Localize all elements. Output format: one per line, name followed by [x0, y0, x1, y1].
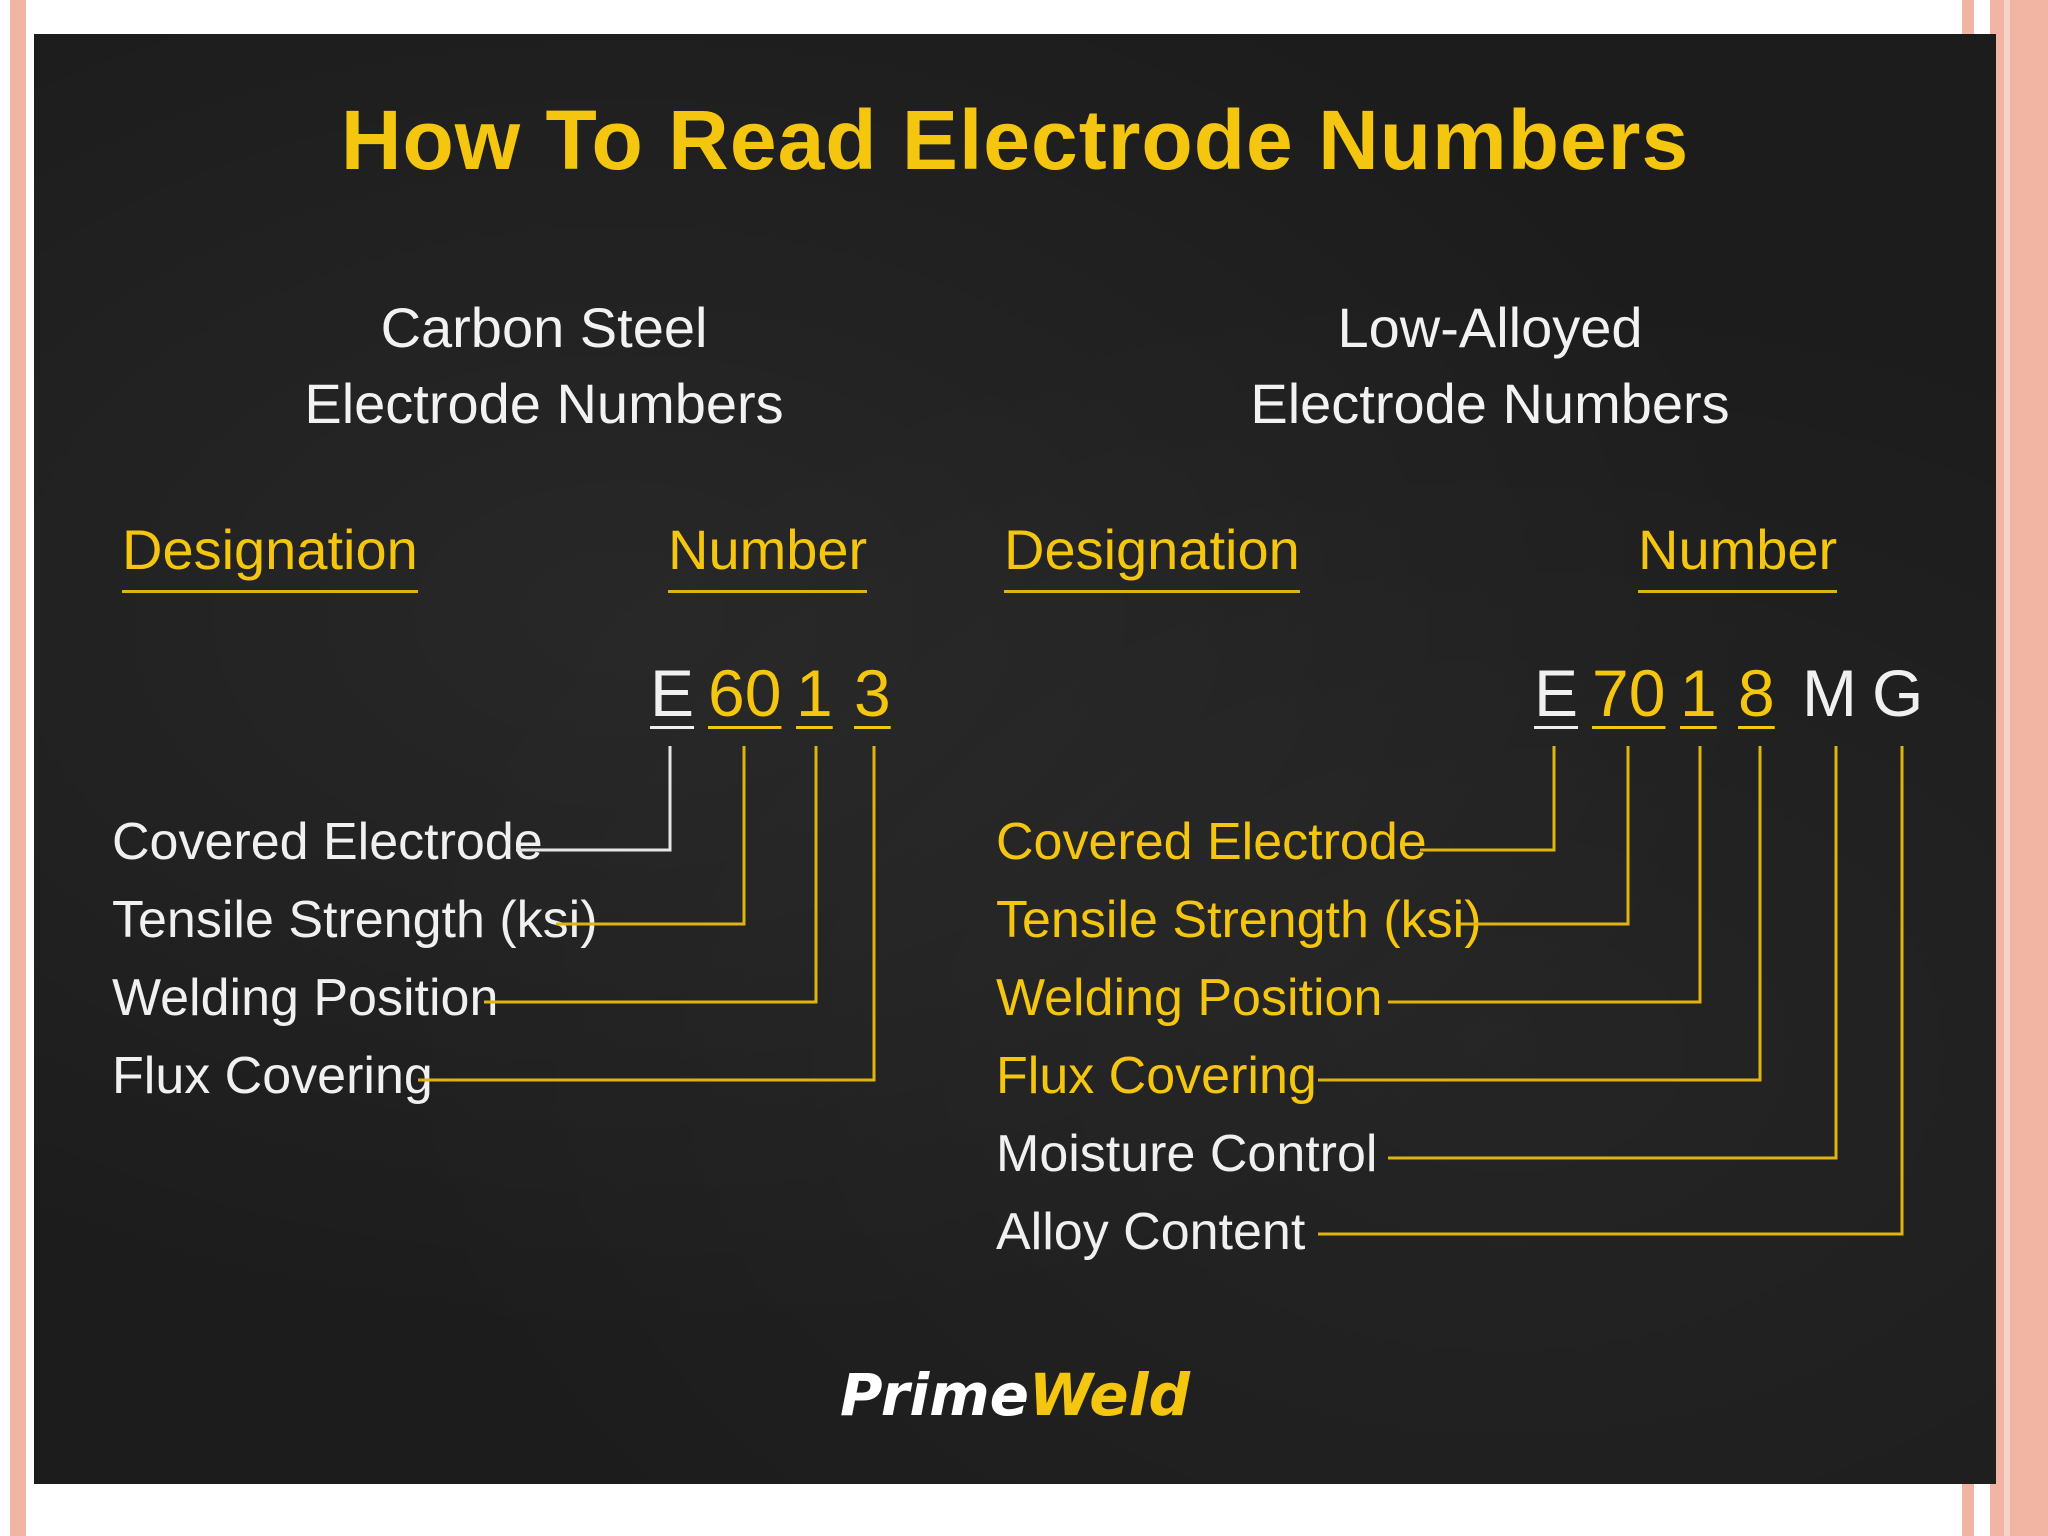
infographic-title: How To Read Electrode Numbers [340, 93, 1690, 187]
alloy-code-e: E [1534, 656, 1579, 730]
connector-lines [418, 746, 1904, 1236]
slide-border-right-highlight [2004, 0, 2010, 1536]
slide-border-left [10, 0, 26, 1536]
carbon-number-heading: Number [668, 522, 868, 593]
carbon-connector-position [484, 746, 818, 1004]
carbon-code-tensile: 60 [708, 656, 782, 730]
carbon-label-tensile-strength: Tensile Strength (ksi) [112, 891, 598, 949]
alloy-connector-moisture [1388, 746, 1838, 1160]
alloy-code-alloy: G [1872, 656, 1924, 730]
slide-border-right-outer [1990, 0, 2048, 1536]
alloy-label-covered-electrode: Covered Electrode [996, 813, 1427, 871]
alloy-code-position: 1 [1680, 656, 1717, 730]
alloy-code-moisture: M [1802, 656, 1857, 730]
carbon-label-covered-electrode: Covered Electrode [112, 813, 543, 871]
logo-weld: Weld [1028, 1361, 1190, 1429]
low-alloyed-heading: Low-Alloyed Electrode Numbers [1150, 290, 1830, 442]
alloy-connector-e [1420, 746, 1556, 852]
carbon-designation-heading: Designation [122, 522, 418, 593]
alloy-code-tensile: 70 [1592, 656, 1666, 730]
carbon-steel-heading: Carbon Steel Electrode Numbers [204, 290, 884, 442]
electrode-infographic: How To Read Electrode Numbers Carbon Ste… [34, 34, 1996, 1484]
primeweld-logo: PrimeWeld [34, 1366, 1996, 1424]
alloy-label-welding-position: Welding Position [996, 969, 1383, 1027]
carbon-steel-heading-line1: Carbon Steel [380, 296, 708, 359]
carbon-code-flux: 3 [854, 656, 891, 730]
alloy-code-flux: 8 [1738, 656, 1775, 730]
alloy-label-moisture-control: Moisture Control [996, 1125, 1378, 1183]
low-alloyed-heading-line2: Electrode Numbers [1250, 372, 1730, 435]
carbon-label-welding-position: Welding Position [112, 969, 499, 1027]
alloy-connector-tensile [1460, 746, 1630, 926]
carbon-code-position: 1 [796, 656, 833, 730]
alloy-connector-position [1388, 746, 1702, 1004]
alloy-label-alloy-content: Alloy Content [996, 1203, 1306, 1261]
carbon-label-flux-covering: Flux Covering [112, 1047, 433, 1105]
carbon-code-e: E [650, 656, 695, 730]
logo-prime: Prime [840, 1361, 1029, 1429]
alloy-label-flux-covering: Flux Covering [996, 1047, 1317, 1105]
carbon-steel-heading-line2: Electrode Numbers [304, 372, 784, 435]
alloy-number-heading: Number [1638, 522, 1838, 593]
alloy-designation-heading: Designation [1004, 522, 1300, 593]
low-alloyed-heading-line1: Low-Alloyed [1337, 296, 1643, 359]
alloy-label-tensile-strength: Tensile Strength (ksi) [996, 891, 1482, 949]
